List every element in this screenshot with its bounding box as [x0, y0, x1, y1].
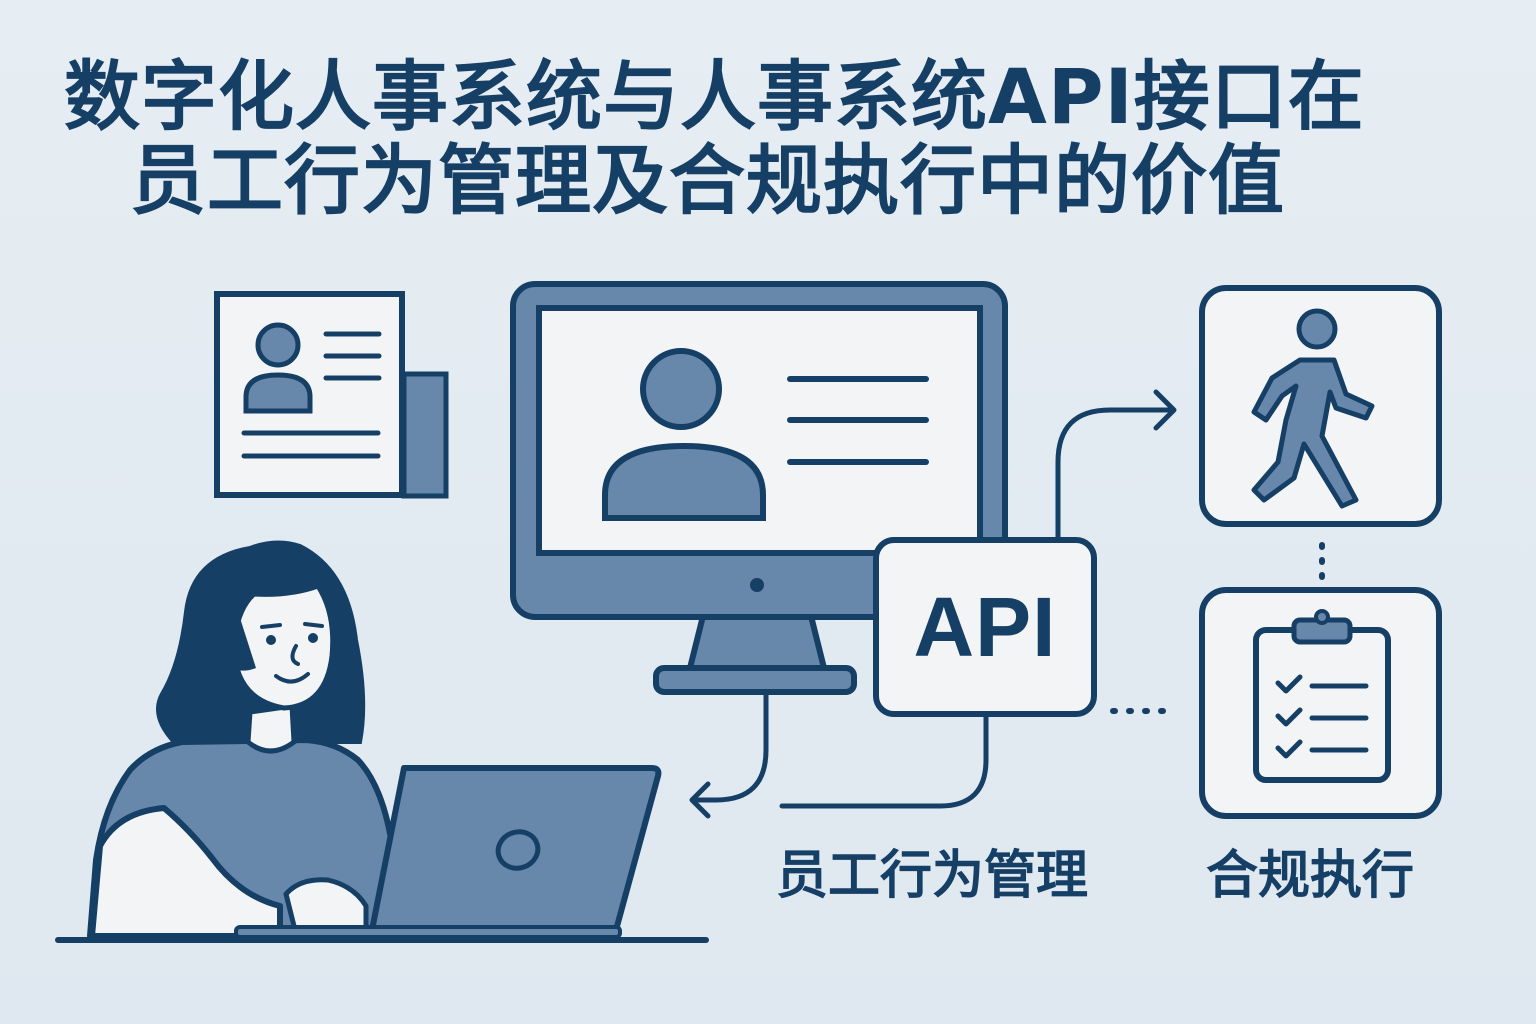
clipboard-checklist-icon: [1199, 587, 1442, 819]
connectors: [689, 389, 1325, 819]
title-line-2: 员工行为管理及合规执行中的价值: [130, 136, 1285, 225]
desktop-monitor-icon: [510, 281, 1008, 695]
api-box: [873, 537, 1097, 717]
monitor-avatar-head: [640, 348, 722, 430]
profile-card-head: [255, 322, 301, 368]
walker-body: [1251, 357, 1375, 509]
clipboard-board: [1253, 627, 1391, 783]
caption-behavior-management: 员工行为管理: [776, 846, 1089, 906]
arrowhead-to-laptop: [689, 781, 711, 819]
profile-card-back-sheet: [401, 371, 449, 499]
laptop-screen-back: [369, 765, 662, 933]
connector-api-to-behavior: [1055, 407, 1175, 543]
woman-eye-right: [308, 633, 318, 643]
monitor-avatar-body: [602, 442, 766, 521]
woman-neck: [245, 703, 297, 754]
connector-monitor-to-laptop: [691, 691, 769, 803]
caption-compliance-execution: 合规执行: [1206, 846, 1415, 906]
monitor-power-dot: [750, 578, 764, 592]
woman-eye-left: [266, 635, 276, 645]
woman-arm: [89, 805, 283, 939]
title-line-1: 数字化人事系统与人事系统API接口在: [64, 52, 1365, 141]
connector-api-to-caption: [779, 711, 989, 809]
walker-head: [1296, 308, 1338, 350]
laptop-base: [234, 925, 622, 939]
api-label: API: [913, 579, 1057, 674]
woman-with-laptop-icon: [55, 540, 709, 943]
walking-person-icon: [1199, 285, 1442, 527]
woman-hair-side: [220, 618, 256, 671]
arrowhead-to-behavior: [1153, 389, 1177, 431]
profile-card-icon: [214, 291, 449, 499]
page-title: 数字化人事系统与人事系统API接口在 员工行为管理及合规执行中的价值: [64, 55, 1484, 223]
monitor-neck: [687, 609, 827, 671]
laptop-logo: [495, 829, 541, 871]
woman-hand: [283, 877, 369, 937]
profile-card-shoulders: [243, 372, 313, 414]
monitor-base: [653, 665, 857, 695]
